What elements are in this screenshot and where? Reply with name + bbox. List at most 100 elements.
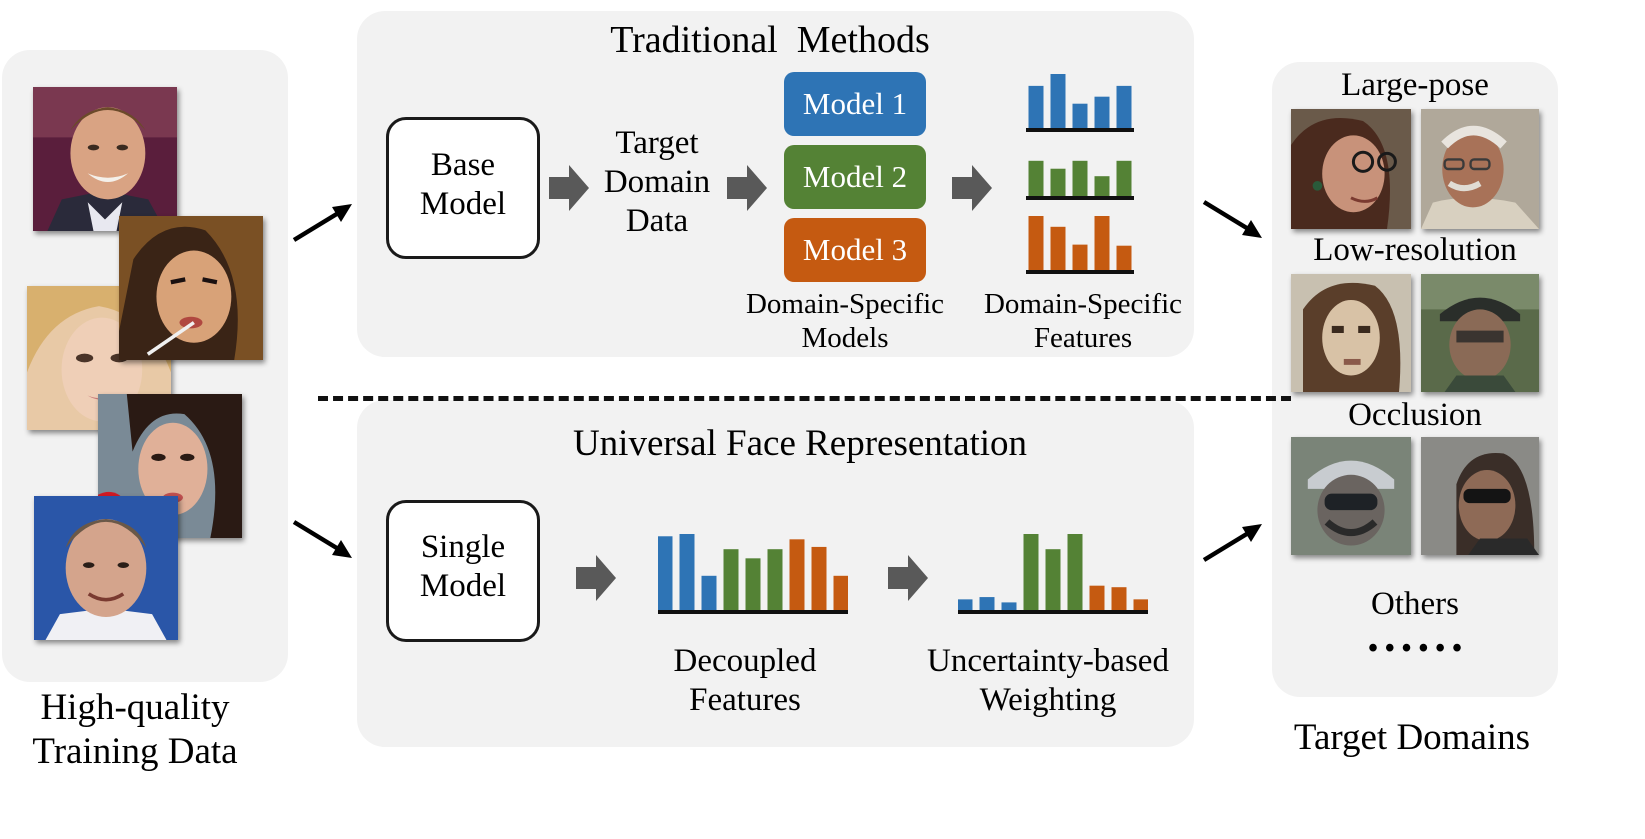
arrow-to-traditional — [292, 204, 352, 242]
decoupled-features-line1: Decoupled — [673, 643, 817, 679]
uncertainty-weighted-chart — [958, 534, 1148, 614]
feature-bar — [1028, 85, 1044, 128]
feature-bar — [1072, 103, 1088, 128]
others-ellipsis: • • • • • • — [1368, 633, 1462, 664]
occlusion-photo-1 — [1291, 437, 1411, 555]
uncertainty-weighting-caption: Uncertainty-based Weighting — [903, 642, 1193, 720]
feature-bar — [833, 575, 848, 610]
feature-bar — [723, 549, 739, 610]
large-pose-photo-1 — [1291, 109, 1411, 229]
feature-bar — [1116, 245, 1132, 270]
arrow-base-to-target — [549, 165, 589, 211]
model-3-feature-chart — [1026, 216, 1134, 274]
single-model-box — [386, 500, 540, 642]
chart-baseline — [1026, 128, 1134, 132]
feature-bar — [1050, 226, 1066, 270]
chart-baseline — [658, 610, 848, 614]
feature-bar — [1050, 74, 1066, 128]
low-resolution-photo-2 — [1421, 274, 1539, 392]
single-model-label-line1: Single — [420, 529, 506, 565]
target-domains-caption: Target Domains — [1293, 717, 1531, 758]
target-domain-data-line3: Data — [625, 202, 689, 239]
feature-bar — [1133, 599, 1148, 610]
model-2-feature-chart — [1026, 160, 1134, 200]
occlusion-label: Occlusion — [1348, 397, 1482, 433]
domain-specific-features-caption: Domain-Specific Features — [963, 287, 1203, 355]
feature-bar — [701, 575, 717, 610]
feature-bar — [1089, 585, 1105, 610]
occlusion-photo-2 — [1421, 437, 1539, 555]
chart-baseline — [1026, 196, 1134, 200]
uncertainty-weighting-line2: Weighting — [979, 681, 1117, 718]
arrow-target-to-models — [727, 165, 767, 211]
large-pose-photo-2 — [1421, 109, 1539, 229]
chart-baseline — [958, 610, 1148, 614]
low-resolution-photo-1 — [1291, 274, 1411, 392]
training-face-photo-2 — [119, 216, 263, 360]
feature-bar — [1116, 85, 1132, 128]
feature-bar — [1111, 587, 1127, 610]
feature-bar — [767, 549, 783, 610]
training-face-photo-1 — [33, 87, 177, 231]
low-resolution-label: Low-resolution — [1313, 232, 1517, 268]
feature-bar — [789, 539, 805, 610]
feature-bar — [679, 534, 695, 610]
target-domain-data-line1: Target — [615, 125, 699, 161]
universal-representation-title: Universal Face Representation — [572, 423, 1028, 464]
decoupled-features-caption: Decoupled Features — [640, 642, 850, 720]
model-1-feature-chart — [1026, 74, 1134, 132]
single-model-label: Single Model — [386, 528, 540, 606]
target-domain-data-line2: Domain — [603, 163, 711, 200]
feature-bar — [1094, 176, 1110, 196]
training-face-photo-5 — [34, 496, 178, 640]
base-model-label-line1: Base — [430, 147, 496, 183]
base-model-box — [386, 117, 540, 259]
domain-specific-features-line1: Domain-Specific — [983, 288, 1183, 320]
domain-specific-models-caption: Domain-Specific Models — [725, 287, 965, 355]
arrow-traditional-to-targets — [1202, 200, 1262, 238]
training-data-caption: High-quality Training Data — [0, 686, 270, 773]
large-pose-label: Large-pose — [1341, 67, 1489, 103]
others-label: Others — [1371, 586, 1459, 622]
arrow-to-universal — [292, 520, 352, 558]
domain-specific-models-line2: Models — [801, 322, 889, 355]
base-model-label: Base Model — [386, 146, 540, 224]
model-3-pill: Model 3 — [784, 218, 926, 282]
model-1-pill: Model 1 — [784, 72, 926, 136]
arrow-models-to-features — [952, 165, 992, 211]
base-model-label-line2: Model — [419, 185, 507, 222]
feature-bar — [1045, 549, 1061, 610]
feature-bar — [979, 597, 995, 610]
feature-bar — [1072, 244, 1088, 270]
feature-bar — [1072, 160, 1088, 196]
feature-bar — [1028, 216, 1044, 270]
feature-bar — [1116, 160, 1132, 196]
feature-bar — [1028, 160, 1044, 196]
chart-baseline — [1026, 270, 1134, 274]
feature-bar — [1094, 216, 1110, 270]
feature-bar — [658, 536, 673, 610]
feature-bar — [1094, 96, 1110, 128]
section-divider — [318, 396, 1291, 401]
arrow-decoupled-to-weighting — [888, 555, 928, 601]
target-domain-data-label: Target Domain Data — [587, 124, 727, 241]
model-2-pill: Model 2 — [784, 145, 926, 209]
arrow-single-to-decoupled — [576, 555, 616, 601]
feature-bar — [1067, 534, 1083, 610]
feature-bar — [1001, 602, 1017, 610]
decoupled-feature-chart — [658, 534, 848, 614]
domain-specific-features-line2: Features — [1033, 322, 1133, 355]
decoupled-features-line2: Features — [689, 681, 801, 718]
feature-bar — [811, 546, 827, 610]
uncertainty-weighting-line1: Uncertainty-based — [927, 643, 1169, 679]
feature-bar — [1050, 168, 1066, 196]
domain-specific-models-line1: Domain-Specific — [745, 288, 945, 320]
feature-bar — [745, 558, 761, 610]
feature-bar — [958, 599, 973, 610]
single-model-label-line2: Model — [419, 567, 507, 604]
feature-bar — [1023, 534, 1039, 610]
arrow-universal-to-targets — [1202, 524, 1262, 562]
training-data-caption-line2: Training Data — [32, 730, 238, 772]
training-data-caption-line1: High-quality — [40, 687, 230, 728]
traditional-methods-title: Traditional Methods — [610, 19, 930, 61]
